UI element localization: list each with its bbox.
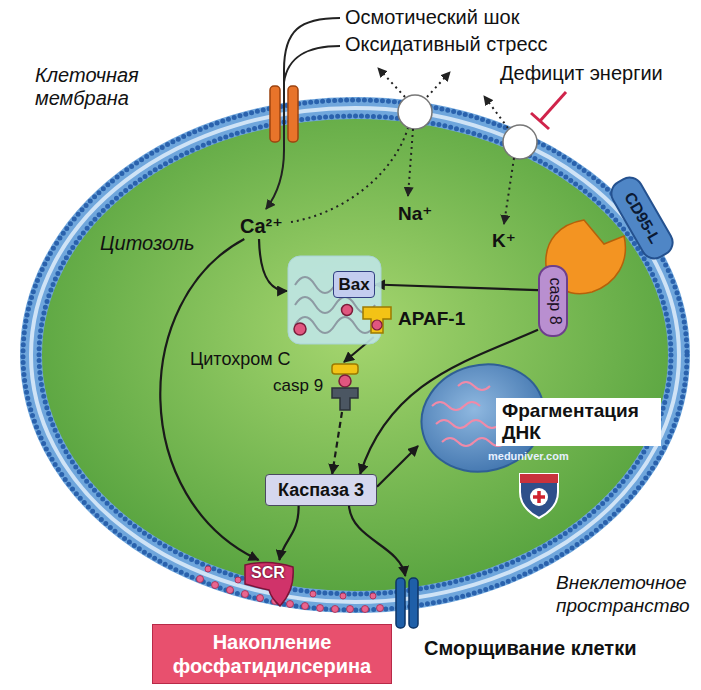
dotted-arrow xyxy=(504,158,514,224)
node-text: Накопление фосфатидилсерина xyxy=(161,630,383,678)
inhibition-line xyxy=(540,92,566,121)
node-text: Фрагментация ДНК xyxy=(496,398,661,446)
ion-pump xyxy=(398,95,432,129)
mitochondrion-shape xyxy=(287,255,382,345)
dotted-line xyxy=(291,128,408,222)
ion-label-holder: K⁺ xyxy=(492,229,516,252)
stimulus-label-holder: Дефицит энергии xyxy=(500,62,663,85)
ion-label: Na⁺ xyxy=(398,202,432,225)
leader-line xyxy=(284,46,340,82)
result-box: Накопление фосфатидилсерина xyxy=(152,624,392,684)
node-text: Каспаза 3 xyxy=(278,480,364,501)
stimulus-label-holder: Оксидативный стресс xyxy=(345,33,548,56)
stimulus-label-holder: Осмотический шок xyxy=(345,6,519,29)
ion-channel xyxy=(270,86,280,142)
cell-shape xyxy=(20,97,690,613)
phosphatidylserine-dots xyxy=(197,566,384,613)
region-label-holder: Внеклеточное пространство xyxy=(556,572,696,618)
ion-label-holder: Na⁺ xyxy=(398,202,432,225)
node-text: Bax xyxy=(338,275,369,295)
pathway-arrow xyxy=(259,239,287,291)
ion-node: Ca²⁺ xyxy=(237,213,286,239)
bax-box: Bax xyxy=(333,271,375,298)
node-text: Ca²⁺ xyxy=(240,214,283,238)
apaf-complex: APAF-1 xyxy=(360,303,475,337)
region-label: Внеклеточное пространство xyxy=(556,572,696,618)
pathway-arrow xyxy=(279,506,298,560)
pathway-arrow xyxy=(344,337,374,362)
pathway-arrow xyxy=(377,446,418,487)
inhibition-bar xyxy=(531,113,549,129)
watermark-holder: meduniver.com xyxy=(488,450,569,462)
dotted-arrow xyxy=(408,129,413,196)
leader-line xyxy=(266,18,340,209)
watermark: meduniver.com xyxy=(488,450,569,462)
node-text: casp 9 xyxy=(273,376,323,396)
ion-pump xyxy=(503,125,537,159)
node-text: SCR xyxy=(251,564,285,582)
node-text: Цитозоль xyxy=(100,232,195,255)
caspase-9: casp 9 xyxy=(272,362,372,412)
pathway-arrow xyxy=(160,239,258,560)
dotted-arrow xyxy=(427,72,450,97)
mitochondrion: Цитохром CBax xyxy=(287,255,382,345)
caspase-8: casp 8 xyxy=(538,265,568,337)
stimulus-label: Дефицит энергии xyxy=(500,62,663,85)
node-text: APAF-1 xyxy=(398,308,465,330)
ion-channel xyxy=(288,86,298,142)
cell-body: ЦитозольCa²⁺Цитохром CBaxAPAF-1casp 9cas… xyxy=(20,97,690,613)
caspase-3-box: Каспаза 3 xyxy=(265,474,377,506)
ion-label: K⁺ xyxy=(492,229,516,252)
dotted-arrow xyxy=(378,68,405,97)
stimulus-label: Оксидативный стресс xyxy=(345,33,548,56)
death-receptor xyxy=(546,220,626,294)
scramblase: SCR xyxy=(243,560,295,608)
node-text: Цитохром C xyxy=(190,349,291,370)
node-text: Сморщивание клетки xyxy=(424,637,636,660)
region-label-holder: Клеточная мембрана xyxy=(35,64,150,110)
pathway-arrow xyxy=(349,506,405,576)
stimulus-label: Осмотический шок xyxy=(345,6,519,29)
pathway-arrow xyxy=(375,285,538,291)
node-text: casp 8 xyxy=(546,277,564,324)
region-label: Клеточная мембрана xyxy=(35,64,150,110)
dotted-arrow xyxy=(484,96,508,128)
pathway-arrow xyxy=(332,412,342,474)
